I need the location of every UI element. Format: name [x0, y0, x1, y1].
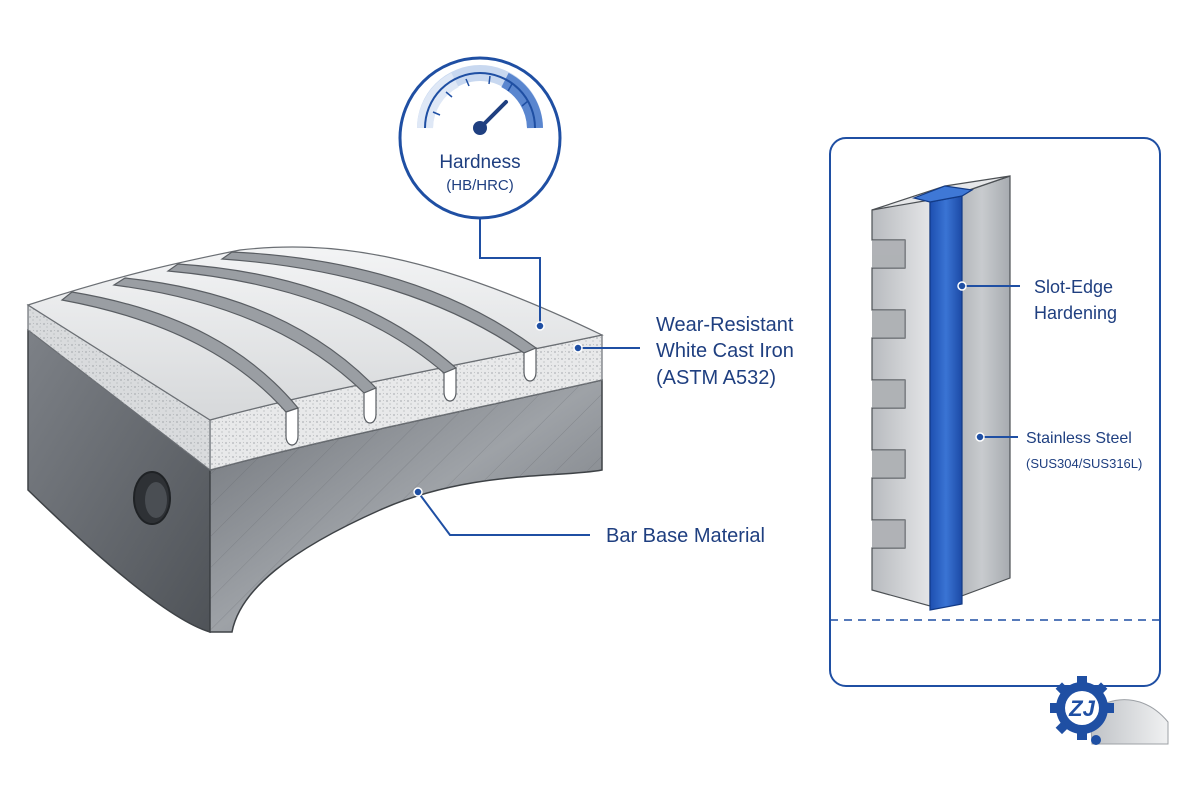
stainless-label-line1: Stainless Steel	[1026, 430, 1132, 447]
wear-resistant-callout: Wear-Resistant White Cast Iron (ASTM A53…	[573, 314, 794, 389]
slot-edge-label-line1: Slot-Edge	[1034, 277, 1113, 297]
bar-base-callout: Bar Base Material	[413, 487, 765, 547]
stainless-plate-panel	[829, 137, 1161, 687]
cast-iron-bar-illustration	[26, 246, 604, 634]
wear-resistant-label-line3: (ASTM A532)	[656, 367, 776, 389]
logo-text: ZJ	[1068, 696, 1095, 721]
hardness-title: Hardness	[439, 152, 520, 173]
slot-edge-label-line2: Hardening	[1034, 303, 1117, 323]
wear-resistant-label-line2: White Cast Iron	[656, 340, 794, 362]
company-logo: ZJ	[1050, 676, 1169, 745]
slot-edge-hardening-layer	[929, 195, 963, 611]
hardness-gauge-callout: Hardness (HB/HRC)	[398, 56, 562, 331]
gauge-icon	[398, 56, 562, 220]
wear-resistant-label-line1: Wear-Resistant	[656, 314, 794, 336]
stainless-steel-callout: Stainless Steel (SUS304/SUS316L)	[975, 430, 1142, 471]
slot-edge-callout: Slot-Edge Hardening	[957, 277, 1117, 323]
stainless-label-line2: (SUS304/SUS316L)	[1026, 456, 1142, 471]
bar-base-label: Bar Base Material	[606, 525, 765, 547]
hardness-unit: (HB/HRC)	[446, 177, 514, 194]
